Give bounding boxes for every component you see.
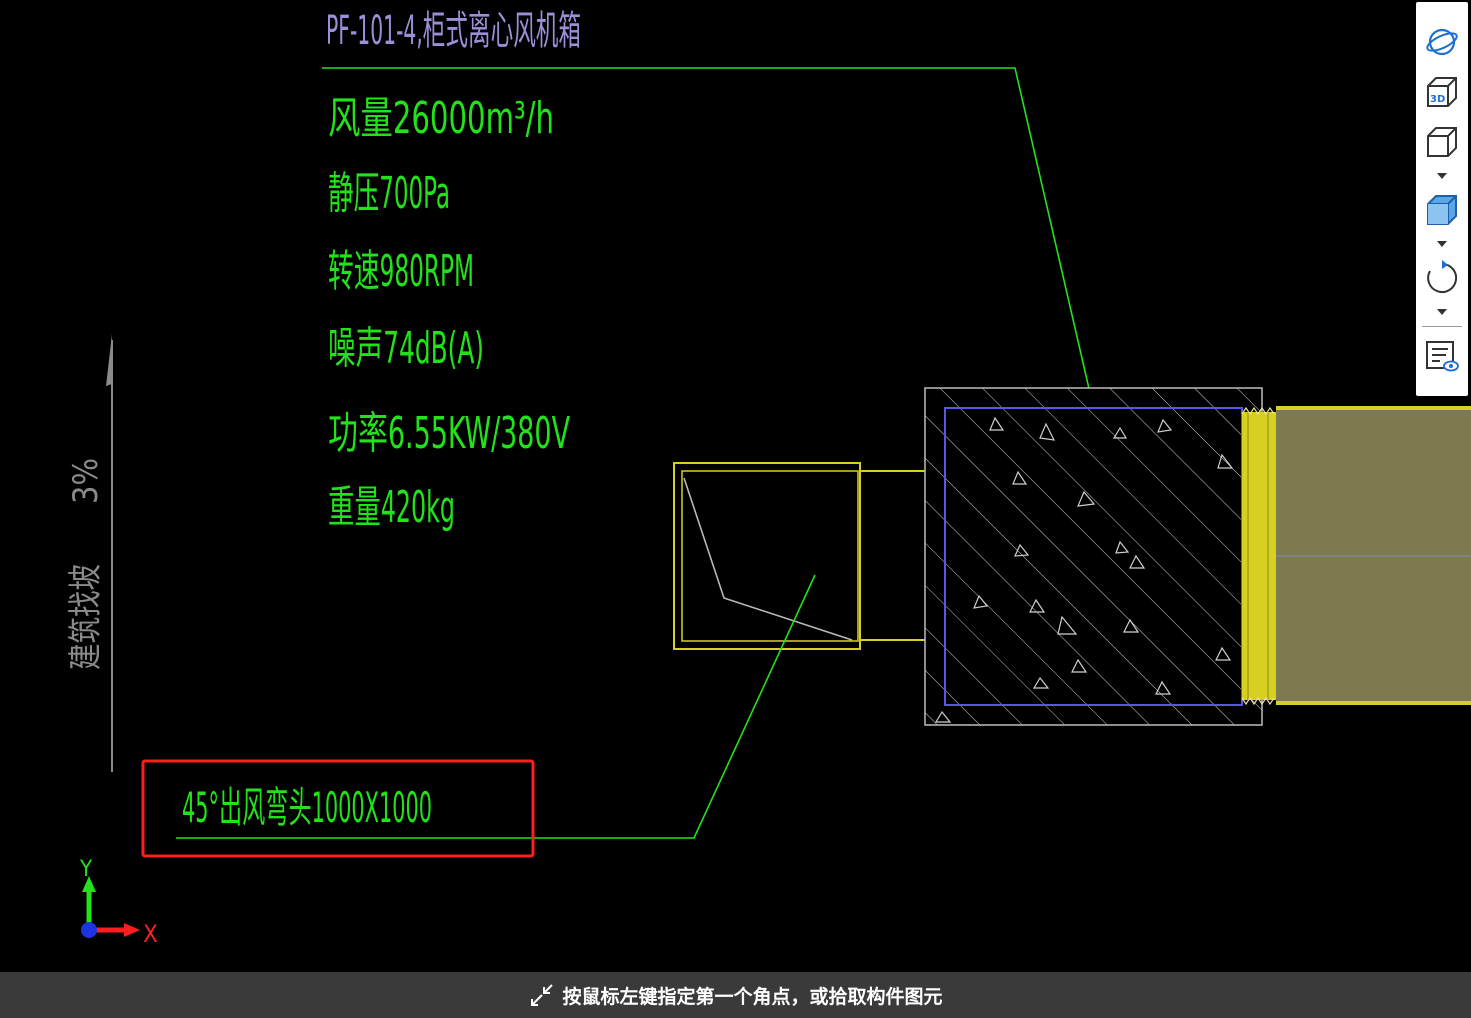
callout-highlight-box (141, 759, 535, 858)
3d-view-button[interactable]: 3D (1422, 72, 1462, 112)
slope-note-value: 3% (66, 458, 106, 504)
spec-weight: 重量420kg (328, 482, 455, 533)
caret-down-icon (1437, 309, 1447, 315)
list-view-button[interactable] (1422, 336, 1462, 376)
equipment-title: PF-101-4,柜式离心风机箱 (326, 8, 581, 54)
ucs-axis-indicator: Y X (79, 857, 158, 948)
cube-icon (1427, 127, 1457, 157)
shaded-view-dropdown[interactable] (1432, 240, 1452, 250)
rotate-icon (1427, 260, 1458, 293)
caret-down-icon (1437, 241, 1447, 247)
title-leader-line (322, 67, 1094, 407)
axis-y-label: Y (79, 857, 93, 882)
shaded-cube-icon (1427, 195, 1457, 225)
3d-view-icon: 3D (1427, 77, 1457, 107)
svg-text:3D: 3D (1430, 94, 1445, 105)
spec-power: 功率6.55KW/380V (328, 408, 570, 459)
caret-down-icon (1437, 173, 1447, 179)
spec-noise: 噪声74dB(A) (328, 323, 484, 374)
concrete-block[interactable] (924, 387, 1263, 726)
rotate-dropdown[interactable] (1432, 308, 1452, 318)
slope-arrow-head (106, 334, 112, 386)
status-prompt: 按鼠标左键指定第一个角点，或拾取构件图元 (562, 985, 943, 1008)
axis-x-label: X (143, 920, 158, 948)
view-toolbar: 3D (1416, 2, 1468, 396)
air-duct[interactable] (1241, 406, 1471, 706)
orbit-button[interactable] (1422, 22, 1462, 62)
status-bar: 按鼠标左键指定第一个角点，或拾取构件图元 (0, 972, 1471, 1018)
spec-speed: 转速980RPM (328, 246, 474, 297)
cube-view-button[interactable] (1422, 122, 1462, 162)
slope-note-label: 建筑找坡 (66, 564, 106, 670)
spec-airflow: 风量26000m³/h (328, 93, 554, 144)
callout-leader-line (176, 574, 816, 839)
elbow-fitting[interactable] (673, 462, 944, 650)
shaded-view-button[interactable] (1422, 190, 1462, 230)
cad-drawing-canvas[interactable]: PF-101-4,柜式离心风机箱 风量26000m³/h 静压700Pa 转速9… (0, 0, 1471, 972)
callout-text: 45°出风弯头1000X1000 (182, 783, 432, 832)
list-view-icon (1426, 341, 1459, 372)
select-corner-icon (531, 984, 554, 1006)
rotate-button[interactable] (1422, 258, 1462, 298)
spec-static-pressure: 静压700Pa (328, 168, 450, 219)
toolbar-separator (1422, 326, 1462, 327)
cube-view-dropdown[interactable] (1432, 172, 1452, 182)
orbit-icon (1426, 28, 1458, 56)
